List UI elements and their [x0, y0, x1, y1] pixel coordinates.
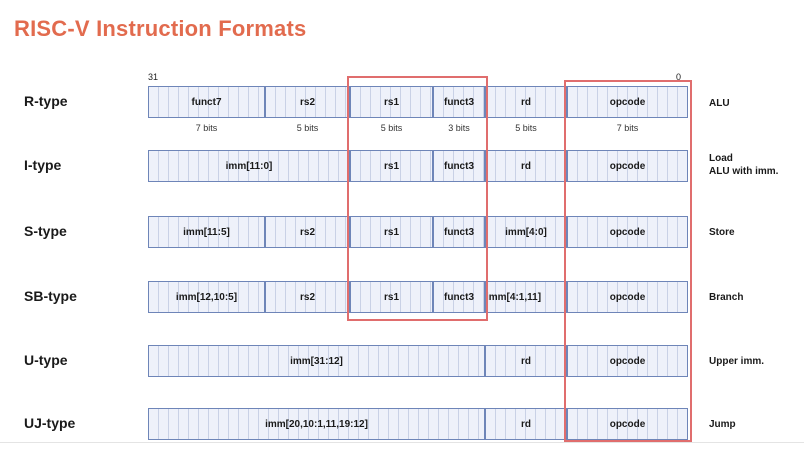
field-rs2: rs2 [265, 216, 350, 248]
row-description-upper-imm: Upper imm. [709, 356, 765, 367]
field-imm-4-0: imm[4:0] [485, 216, 567, 248]
field-funct3: funct3 [433, 216, 485, 248]
bit-width-rd: 5 bits [515, 123, 537, 133]
row-label-u-type: U-type [24, 352, 68, 368]
field-imm-12-10-5: imm[12,10:5] [148, 281, 265, 313]
row-description-store: Store [709, 227, 735, 238]
row-label-uj-type: UJ-type [24, 415, 76, 431]
row-label-r-type: R-type [24, 93, 68, 109]
field-rs2: rs2 [265, 86, 350, 118]
highlight-rs1-funct3-column [347, 76, 488, 321]
field-opcode: opcode [567, 216, 688, 248]
row-description-alu: ALU [709, 98, 730, 109]
field-imm-20-10-1-11-19-12: imm[20,10:1,11,19:12] [148, 408, 485, 440]
field-rs2: rs2 [265, 281, 350, 313]
field-rd: rd [485, 408, 567, 440]
field-rs1: rs1 [350, 216, 433, 248]
field-opcode: opcode [567, 281, 688, 313]
row-description-jump: Jump [709, 419, 736, 430]
page-title: RISC-V Instruction Formats [14, 16, 307, 41]
bit-width-funct3: 3 bits [448, 123, 470, 133]
field-rs1: rs1 [350, 281, 433, 313]
row-label-s-type: S-type [24, 223, 67, 239]
field-funct3: funct3 [433, 281, 485, 313]
field-rs1: rs1 [350, 86, 433, 118]
divider [0, 442, 804, 443]
bit-width-rs2: 5 bits [296, 123, 319, 133]
row-description-load-alu-imm: Load ALU with imm. [709, 153, 779, 177]
bit-width-rs1: 5 bits [380, 123, 403, 133]
field-rs1: rs1 [350, 150, 433, 182]
field-opcode: opcode [567, 345, 688, 377]
row-description-branch: Branch [709, 292, 744, 303]
bit-width-opcode: 7 bits [616, 123, 639, 133]
field-opcode: opcode [567, 408, 688, 440]
field-funct3: funct3 [433, 86, 485, 118]
field-rd: rd [485, 86, 567, 118]
field-opcode: opcode [567, 150, 688, 182]
field-imm-11-0: imm[11:0] [148, 150, 350, 182]
bit-number-high: 31 [148, 72, 159, 82]
field-rd: rd [485, 150, 567, 182]
bit-width-funct7: 7 bits [195, 123, 218, 133]
field-opcode: opcode [567, 86, 688, 118]
highlight-opcode-column [564, 80, 692, 442]
field-funct7: funct7 [148, 86, 265, 118]
field-imm-11-5: imm[11:5] [148, 216, 265, 248]
bit-number-low: 0 [676, 72, 682, 82]
field-rd: rd [485, 345, 567, 377]
field-funct3: funct3 [433, 150, 485, 182]
row-label-sb-type: SB-type [24, 288, 77, 304]
field-imm-31-12: imm[31:12] [148, 345, 485, 377]
field-imm-4-1-11: imm[4:1,11] [485, 281, 567, 313]
row-label-i-type: I-type [24, 157, 62, 173]
